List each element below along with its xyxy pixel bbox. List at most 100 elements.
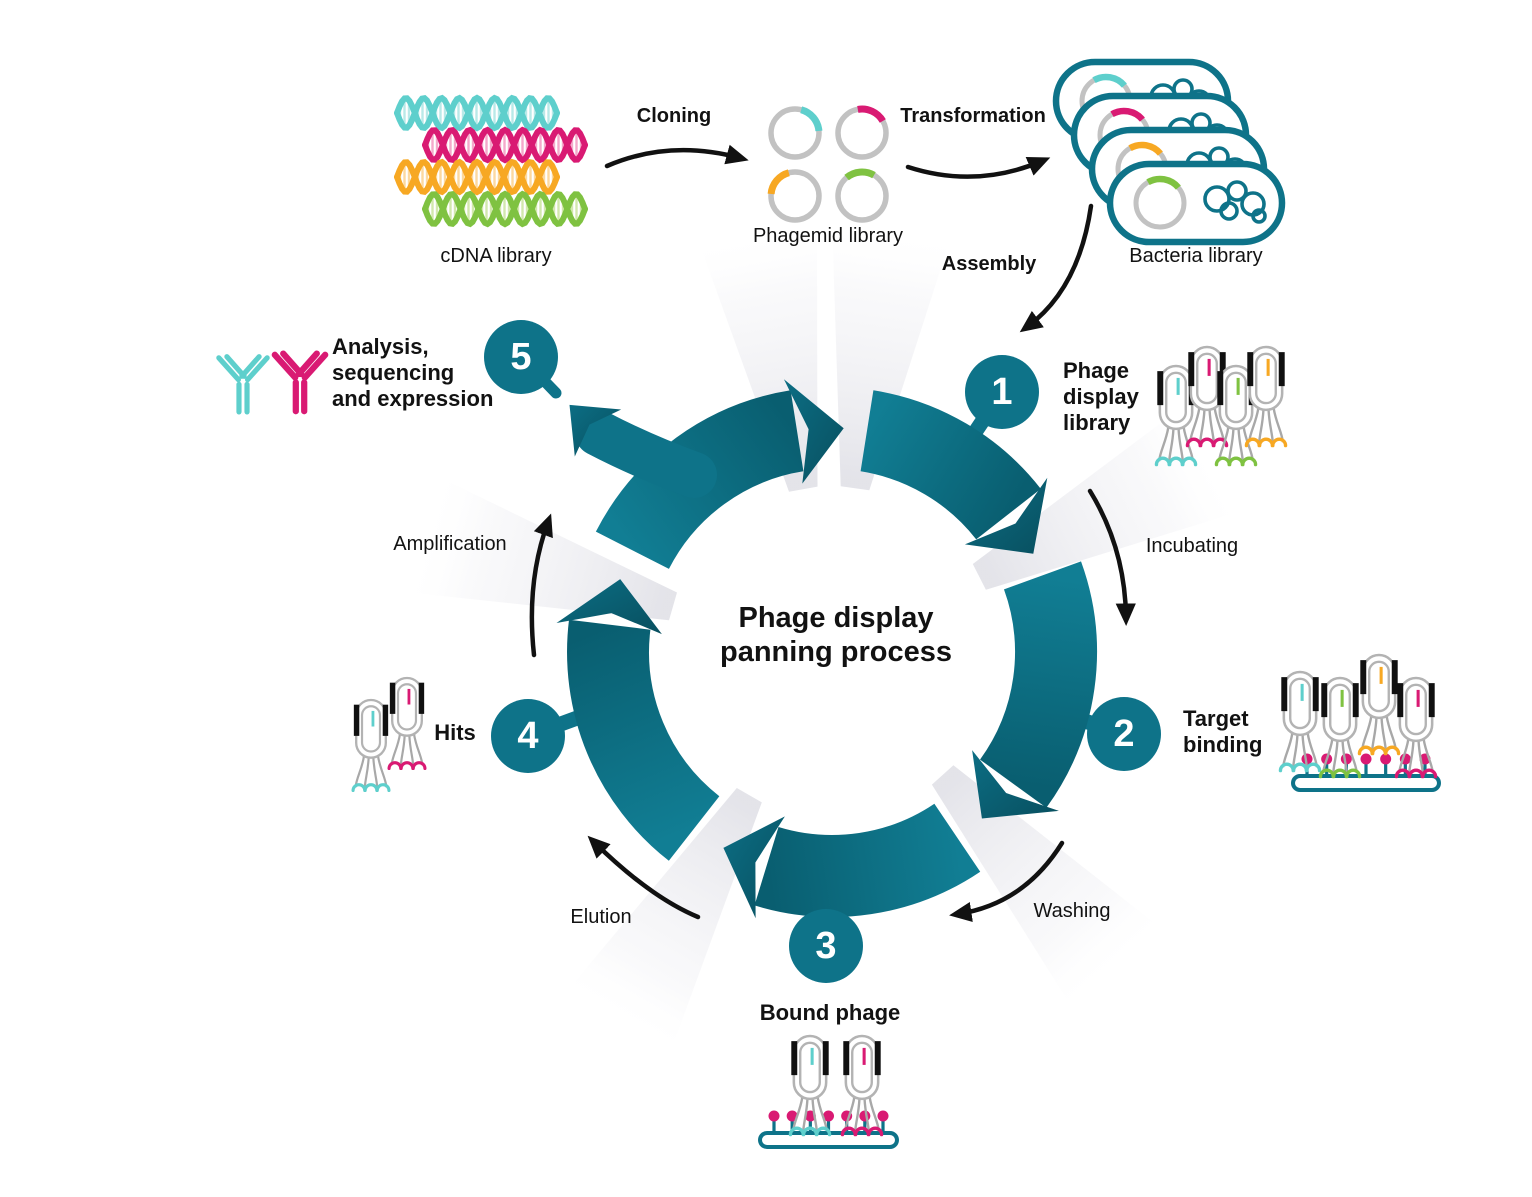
bacterium-icon bbox=[1106, 160, 1286, 246]
assembly-label: Assembly bbox=[941, 253, 1037, 275]
cycle-ring bbox=[484, 320, 1161, 983]
phage-leg bbox=[376, 755, 388, 788]
phage-leg bbox=[1177, 428, 1184, 462]
segment-arrowhead bbox=[972, 750, 1059, 819]
phage-leg bbox=[1228, 428, 1235, 462]
center-title: Phage display panning process bbox=[719, 602, 953, 668]
phage-body bbox=[1282, 670, 1318, 737]
phage-leg bbox=[811, 1098, 818, 1132]
phage-body bbox=[792, 1034, 828, 1101]
phage-body bbox=[1322, 676, 1358, 743]
step-1-label: Phage display library bbox=[1063, 358, 1139, 435]
phage-feet bbox=[1185, 437, 1229, 448]
segment-arrowhead bbox=[964, 477, 1048, 554]
cloning-label: Cloning bbox=[636, 105, 712, 127]
phage-feet bbox=[1154, 456, 1198, 467]
plasmid-icon bbox=[835, 105, 889, 160]
step-2-label: Target binding bbox=[1183, 706, 1263, 757]
step-circle-2 bbox=[1087, 697, 1161, 771]
transformation-label: Transformation bbox=[900, 105, 1046, 127]
amplification-label: Amplification bbox=[393, 533, 507, 555]
antibody-icon bbox=[216, 354, 270, 415]
assembly-arrow bbox=[1019, 203, 1094, 333]
ring-segment bbox=[567, 619, 721, 861]
segment-arrowhead bbox=[569, 404, 622, 457]
antigen-head bbox=[1360, 753, 1372, 765]
phage-icon bbox=[1394, 676, 1438, 779]
ray-highlight bbox=[972, 404, 1241, 590]
phage-leg bbox=[1385, 716, 1398, 751]
plasmid-icon bbox=[1133, 175, 1187, 230]
phage-feet bbox=[1244, 437, 1288, 448]
phage-leg bbox=[1360, 716, 1373, 751]
phage-icon bbox=[1244, 345, 1288, 448]
antigen-head bbox=[1380, 753, 1392, 765]
phage-leg bbox=[363, 757, 370, 788]
phage-icon bbox=[1318, 676, 1362, 779]
phage-leg bbox=[1258, 409, 1265, 443]
transformation-arrow bbox=[905, 156, 1051, 179]
ray-highlight bbox=[832, 220, 952, 491]
phage-feet bbox=[1318, 768, 1362, 779]
phage-body bbox=[844, 1034, 880, 1101]
dna-tangle bbox=[1251, 208, 1267, 224]
phage-feet bbox=[1278, 762, 1322, 773]
dna-helix-icon bbox=[422, 126, 588, 164]
ray-highlight bbox=[931, 765, 1163, 1011]
phage-body bbox=[1248, 345, 1284, 412]
phage-leg bbox=[863, 1098, 870, 1132]
phage-leg bbox=[372, 757, 379, 788]
phage-leg bbox=[1408, 740, 1415, 774]
phage-leg bbox=[868, 1097, 881, 1132]
phage-body bbox=[1398, 676, 1434, 743]
step-3-number: 3 bbox=[815, 925, 836, 967]
antigen-head bbox=[786, 1110, 798, 1122]
plasmid-icon bbox=[768, 106, 823, 160]
elution-label: Elution bbox=[570, 906, 632, 928]
phage-leg bbox=[412, 733, 424, 766]
phage-leg bbox=[854, 1098, 861, 1132]
diagram-icons bbox=[216, 58, 1441, 1149]
washing-arrow bbox=[949, 840, 1065, 922]
phage-body bbox=[1361, 653, 1397, 720]
phage-feet bbox=[840, 1126, 884, 1137]
ring-segment bbox=[859, 390, 1041, 541]
step5-branch bbox=[575, 410, 717, 498]
step-4-label: Hits bbox=[434, 720, 476, 745]
step-numbers: 1 2 3 4 5 bbox=[510, 336, 1134, 967]
phage-leg bbox=[390, 733, 402, 766]
phage-feet bbox=[1394, 768, 1438, 779]
elution-arrow bbox=[587, 835, 701, 920]
bacteria-library-label: Bacteria library bbox=[1129, 245, 1263, 267]
step-4-number: 4 bbox=[517, 715, 538, 757]
dna-tangle bbox=[1203, 185, 1231, 213]
dna-helix-icon bbox=[394, 158, 560, 196]
step-circle-1 bbox=[965, 355, 1039, 429]
phage-leg bbox=[1341, 740, 1348, 774]
phage-icon bbox=[788, 1034, 832, 1137]
phage-icon bbox=[1357, 653, 1401, 756]
segment-arrowhead bbox=[783, 379, 844, 484]
phage-feet bbox=[1214, 456, 1258, 467]
step-3-label: Bound phage bbox=[759, 1000, 901, 1025]
phage-leg bbox=[1267, 409, 1274, 443]
phage-icon bbox=[1278, 670, 1322, 773]
cdna-library-label: cDNA library bbox=[440, 245, 552, 267]
phage-leg bbox=[1272, 408, 1285, 443]
plasmid-icon bbox=[835, 168, 889, 223]
step-circle-3 bbox=[789, 909, 863, 983]
phage-leg bbox=[802, 1098, 809, 1132]
antigen-head bbox=[823, 1110, 834, 1122]
step-5-number: 5 bbox=[510, 336, 531, 378]
phagemid-library-label: Phagemid library bbox=[752, 225, 904, 247]
plasmid-icon bbox=[767, 169, 822, 223]
phage-leg bbox=[1380, 717, 1387, 751]
phage-leg bbox=[1292, 734, 1299, 768]
washing-label: Washing bbox=[1033, 900, 1111, 922]
antigen-head bbox=[768, 1110, 780, 1122]
step-2-number: 2 bbox=[1113, 713, 1134, 755]
dna-tangle bbox=[1226, 180, 1248, 202]
phage-feet bbox=[1357, 745, 1401, 756]
phage-icon bbox=[351, 698, 391, 793]
